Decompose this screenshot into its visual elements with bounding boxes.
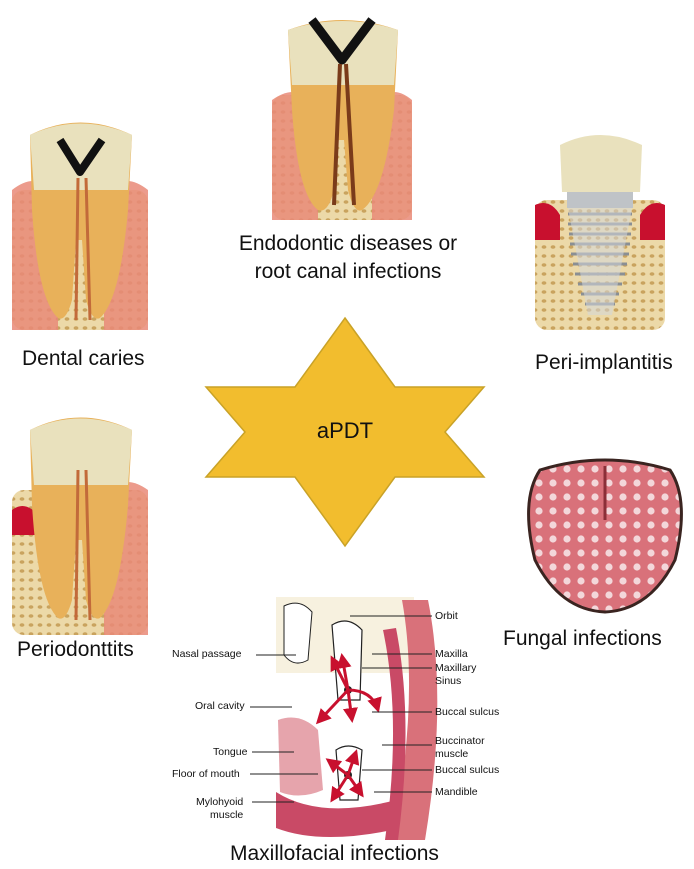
label-buccinator: Buccinator muscle <box>435 735 485 760</box>
star-label: aPDT <box>270 418 420 444</box>
label-tongue: Tongue <box>213 746 247 759</box>
caption-dental-caries: Dental caries <box>22 345 145 373</box>
caption-fungal: Fungal infections <box>503 625 662 653</box>
caption-maxillofacial: Maxillofacial infections <box>230 840 439 868</box>
label-floor-of-mouth: Floor of mouth <box>172 768 240 781</box>
label-maxillary-sinus: Maxillary Sinus <box>435 662 476 687</box>
label-mylohyoid-line2: muscle <box>196 809 243 822</box>
maxillofacial-anatomy-illustration <box>250 597 437 840</box>
label-mylohyoid-line1: Mylohyoid <box>196 796 243 809</box>
label-buccinator-line2: muscle <box>435 748 485 761</box>
label-buccal-sulcus-lower: Buccal sulcus <box>435 764 499 777</box>
label-maxillary-line1: Maxillary <box>435 662 476 675</box>
label-buccinator-line1: Buccinator <box>435 735 485 748</box>
label-maxillary-line2: Sinus <box>435 675 476 688</box>
dental-caries-tooth-illustration <box>12 123 148 331</box>
caption-peri-implantitis: Peri-implantitis <box>535 349 673 377</box>
label-nasal-passage: Nasal passage <box>172 648 241 661</box>
caption-endodontic: Endodontic diseases or root canal infect… <box>232 230 464 285</box>
tongue-illustration <box>529 460 682 612</box>
label-buccal-sulcus-upper: Buccal sulcus <box>435 706 499 719</box>
caption-endodontic-line1: Endodontic diseases or <box>232 230 464 258</box>
endodontic-tooth-illustration <box>272 20 412 220</box>
label-oral-cavity: Oral cavity <box>195 700 245 713</box>
periodontitis-tooth-illustration <box>12 418 148 636</box>
label-orbit: Orbit <box>435 610 458 623</box>
caption-endodontic-line2: root canal infections <box>232 258 464 286</box>
caption-periodontitis: Periodonttits <box>17 636 134 664</box>
label-mandible: Mandible <box>435 786 478 799</box>
label-mylohyoid: Mylohyoid muscle <box>196 796 243 821</box>
implant-illustration <box>535 135 665 330</box>
label-maxilla: Maxilla <box>435 648 468 661</box>
